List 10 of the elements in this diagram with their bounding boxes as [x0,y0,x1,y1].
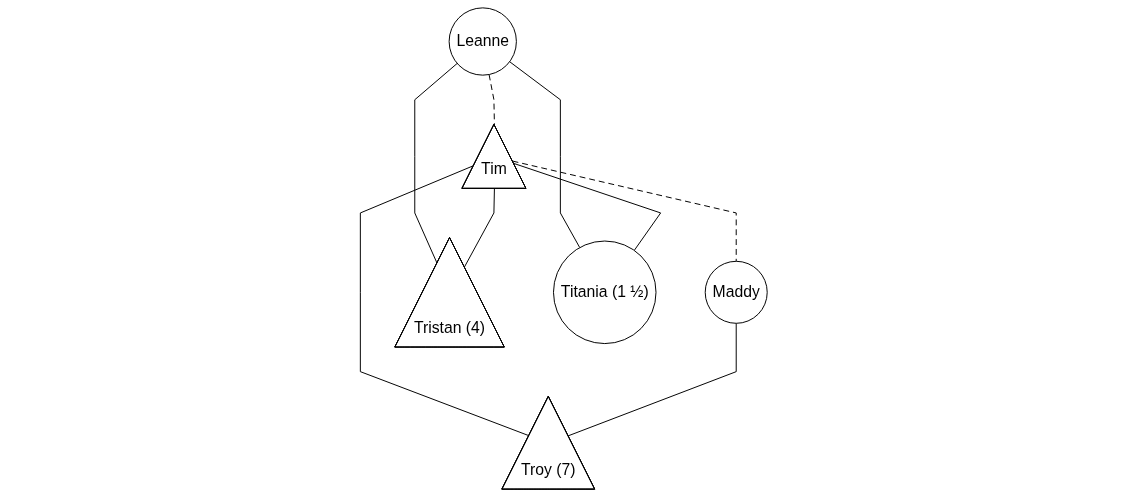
node-circle: Maddy [704,260,768,324]
node-circle: Titania (1 ½) [553,240,657,345]
connector [513,162,662,251]
connector [509,61,581,249]
connector [568,322,737,437]
node-circle: Leanne [448,7,518,76]
connector [414,62,458,265]
connector [512,160,737,262]
connector [360,164,530,437]
connector [464,188,496,268]
